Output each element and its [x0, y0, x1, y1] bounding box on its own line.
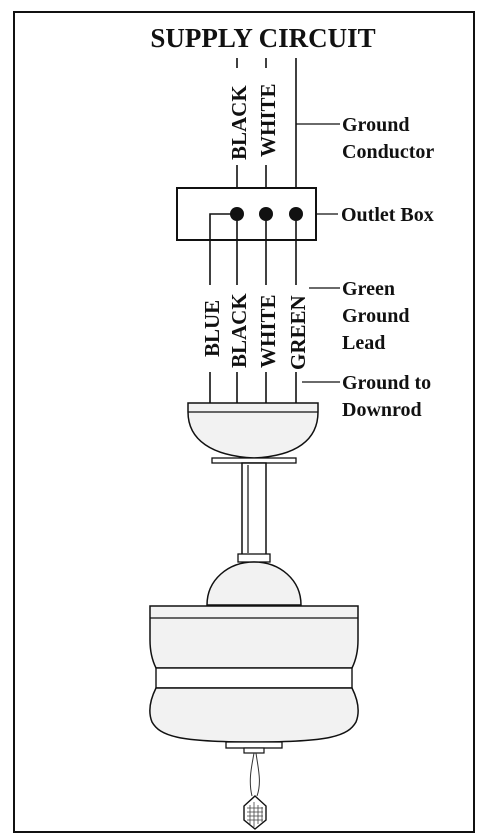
- blue-wire-junction: [209, 213, 237, 285]
- pull-chain: [249, 752, 260, 797]
- supply-wire-white-label: WHITE: [256, 83, 280, 157]
- motor-band: [155, 667, 353, 689]
- outlet-box-label: Outlet Box: [341, 204, 434, 226]
- ground-wire-connector: [289, 207, 303, 221]
- green-ground-lead-label-1: Green: [342, 278, 395, 300]
- fan-wire-white-label: WHITE: [256, 294, 280, 368]
- motor-housing-lower: [149, 687, 359, 743]
- motor-dome: [206, 561, 302, 606]
- diagram-title: SUPPLY CIRCUIT: [150, 23, 375, 53]
- ground-conductor-label-1: Ground: [342, 114, 409, 136]
- ceiling-fan-illustration: [149, 402, 359, 830]
- fan-wire-green-label: GREEN: [286, 295, 310, 370]
- fan-wire-blue-label: BLUE: [200, 300, 224, 357]
- motor-housing-upper: [149, 605, 359, 669]
- downrod-coupler: [237, 553, 271, 563]
- pull-chain-fob: [243, 795, 267, 830]
- white-wire-connector: [259, 207, 273, 221]
- green-ground-lead-label-3: Lead: [342, 332, 385, 354]
- switch-cap: [225, 741, 283, 749]
- ground-to-downrod-label-2: Downrod: [342, 399, 422, 421]
- green-ground-lead-label-2: Ground: [342, 305, 409, 327]
- ground-to-downrod-label-1: Ground to: [342, 372, 431, 394]
- switch-nub: [243, 747, 265, 754]
- supply-wire-black-label: BLACK: [227, 85, 251, 160]
- fob-pattern: [247, 802, 263, 827]
- diagram-frame: [13, 11, 475, 833]
- ground-conductor-label-2: Conductor: [342, 141, 434, 163]
- downrod: [241, 462, 267, 556]
- fan-canopy: [187, 402, 319, 459]
- fan-wire-black-label: BLACK: [227, 293, 251, 368]
